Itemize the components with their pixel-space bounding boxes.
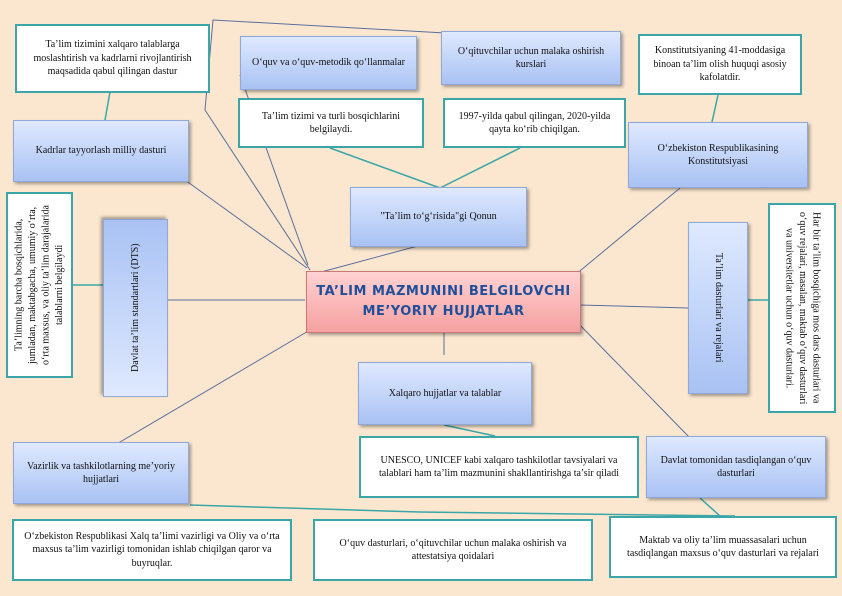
link-davlat-note [699,497,721,517]
note-qonun-2-text: 1997-yilda qabul qilingan, 2020-yilda qa… [458,110,611,136]
note-qonun-2: 1997-yilda qabul qilingan, 2020-yilda qa… [443,98,626,148]
node-kadrlar[interactable]: Kadrlar tayyorlash milliy dasturi [13,120,189,182]
node-konstitutsiya[interactable]: O‘zbekiston Respublikasining Konstitutsi… [628,122,808,188]
node-dasturlar[interactable]: Ta’lim dasturlari va rejalari [688,222,748,394]
link-qonun-note1 [329,147,441,189]
node-malaka-kurslari[interactable]: O‘qituvchilar uchun malaka oshirish kurs… [441,31,621,85]
note-kadrlar: Ta’lim tizimini xalqaro talablarga mosla… [15,24,210,93]
note-vazirlik-2: O‘quv dasturlari, o‘qituvchilar uchun ma… [313,519,593,581]
note-dasturlar-text: Har bir ta’lim bosqichiga mos dars dastu… [783,211,822,405]
note-dts-text: Ta’limning barcha bosqichlarida, jumlada… [13,205,66,365]
node-oquv-metodik-label: O‘quv va o‘quv-metodik qo‘llanmalar [251,57,405,69]
note-konstitutsiya-text: Konstitutsiyaning 41-moddasiga binoan ta… [653,45,787,84]
link-center-konstitutsiya [574,187,681,276]
note-vazirlik-1: O‘zbekiston Respublikasi Xalq ta’limi va… [12,519,292,581]
node-kadrlar-label: Kadrlar tayyorlash milliy dasturi [35,145,167,157]
note-vazirlik-1-text: O‘zbekiston Respublikasi Xalq ta’limi va… [24,530,280,569]
note-davlat: Maktab va oliy ta’lim muassasalari uchun… [609,516,837,578]
note-qonun-1-text: Ta’lim tizimi va turli bosqichlarini bel… [261,110,401,136]
node-vazirlik-label: Vazirlik va tashkilotlarning me’yoriy hu… [26,460,176,486]
link-center-davlat [574,319,691,439]
note-xalqaro: UNESCO, UNICEF kabi xalqaro tashkilotlar… [359,436,639,498]
link-center-vazirlik [114,329,311,446]
node-vazirlik[interactable]: Vazirlik va tashkilotlarning me’yoriy hu… [13,442,189,504]
node-xalqaro-label: Xalqaro hujjatlar va talablar [388,387,502,399]
note-davlat-text: Maktab va oliy ta’lim muassasalari uchun… [627,534,819,560]
note-konstitutsiya: Konstitutsiyaning 41-moddasiga binoan ta… [638,34,802,95]
note-vazirlik-2-text: O‘quv dasturlari, o‘qituvchilar uchun ma… [339,537,567,563]
link-konstitutsiya-note [711,94,719,123]
note-qonun-1: Ta’lim tizimi va turli bosqichlarini bel… [238,98,424,148]
center-title[interactable]: TA’LIM MAZMUNINI BELGILOVCHI ME’YORIY HU… [306,271,581,333]
node-qonun[interactable]: "Ta’lim to‘g‘risida"gi Qonun [350,187,527,247]
node-qonun-label: "Ta’lim to‘g‘risida"gi Qonun [380,211,497,223]
node-davlat-label: Davlat tomonidan tasdiqlangan o‘quv dast… [660,454,812,480]
link-xalqaro-note [443,424,496,437]
note-dasturlar: Har bir ta’lim bosqichiga mos dars dastu… [768,203,836,413]
node-xalqaro[interactable]: Xalqaro hujjatlar va talablar [358,362,532,425]
node-malaka-kurslari-label: O‘qituvchilar uchun malaka oshirish kurs… [457,45,605,71]
link-center-kadrlar [184,179,308,269]
note-dts: Ta’limning barcha bosqichlarida, jumlada… [6,192,73,378]
note-kadrlar-text: Ta’lim tizimini xalqaro talablarga mosla… [33,39,192,78]
node-dasturlar-label: Ta’lim dasturlari va rejalari [712,253,724,363]
center-title-line1: TA’LIM MAZMUNINI BELGILOVCHI [316,283,571,299]
link-kadrlar-note [104,91,111,121]
node-oquv-metodik[interactable]: O‘quv va o‘quv-metodik qo‘llanmalar [240,36,417,90]
note-xalqaro-text: UNESCO, UNICEF kabi xalqaro tashkilotlar… [379,454,619,480]
link-vazirlik-notes [189,504,736,517]
node-dts-label: Davlat ta’lim standartlari (DTS) [129,243,141,373]
node-davlat[interactable]: Davlat tomonidan tasdiqlangan o‘quv dast… [646,436,826,498]
link-qonun-note2 [439,147,521,189]
node-dts[interactable]: Davlat ta’lim standartlari (DTS) [103,219,168,397]
node-konstitutsiya-label: O‘zbekiston Respublikasining Konstitutsi… [657,142,779,168]
center-title-line2: ME’YORIY HUJJATLAR [362,304,525,319]
link-center-dasturlar [579,304,689,309]
